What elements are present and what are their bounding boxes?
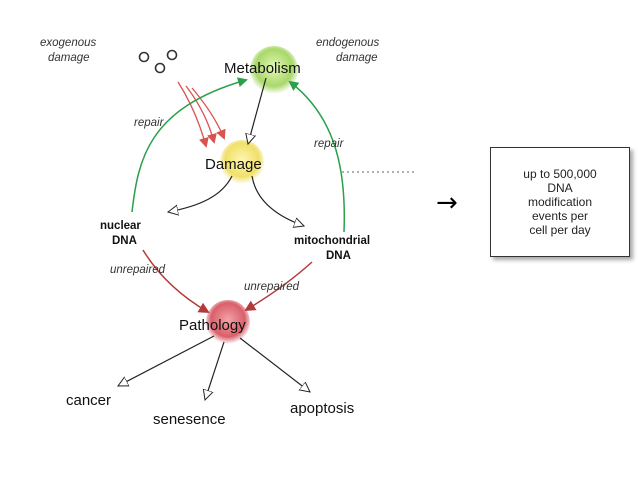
unrepaired-arrow-mito bbox=[244, 261, 313, 312]
exogenous-label-line2: damage bbox=[48, 52, 90, 64]
unrepaired-label-right: unrepaired bbox=[244, 281, 300, 293]
endogenous-label-line2: damage bbox=[336, 52, 378, 64]
nuclear-dna-label-line2: DNA bbox=[112, 235, 137, 247]
damage-to-nuclear-arrow bbox=[168, 175, 233, 212]
right-arrow-icon: → bbox=[436, 188, 458, 218]
dna-damage-diagram: Metabolism Damage Pathology exogenous da… bbox=[40, 37, 416, 428]
damage-label: Damage bbox=[205, 156, 262, 173]
repair-label-right: repair bbox=[314, 138, 345, 150]
metabolism-to-damage-arrow bbox=[248, 77, 267, 144]
damage-node bbox=[220, 140, 264, 184]
repair-label-left: repair bbox=[134, 117, 165, 129]
pathology-label: Pathology bbox=[179, 317, 246, 334]
exogenous-damage-arrows bbox=[177, 81, 226, 148]
callout-text: up to 500,000 DNA modification events pe… bbox=[523, 167, 597, 237]
endogenous-label-line1: endogenous bbox=[316, 37, 380, 49]
cancer-label: cancer bbox=[66, 392, 111, 409]
repair-arrow-mito bbox=[288, 80, 346, 233]
mito-dna-label-line1: mitochondrial bbox=[294, 235, 370, 247]
callout-box: up to 500,000 DNA modification events pe… bbox=[490, 147, 630, 257]
pathology-to-apoptosis-arrow bbox=[239, 337, 310, 392]
mito-dna-label-line2: DNA bbox=[326, 250, 351, 262]
senesence-label: senesence bbox=[153, 411, 226, 428]
exogenous-agents-icon bbox=[138, 49, 178, 74]
nuclear-dna-label-line1: nuclear bbox=[100, 220, 141, 232]
metabolism-node bbox=[250, 46, 298, 94]
exogenous-label-line1: exogenous bbox=[40, 37, 97, 49]
apoptosis-label: apoptosis bbox=[290, 400, 354, 417]
pathology-to-cancer-arrow bbox=[118, 335, 215, 387]
pathology-node bbox=[206, 300, 250, 344]
damage-to-mito-arrow bbox=[251, 175, 304, 226]
unrepaired-label-left: unrepaired bbox=[110, 264, 166, 276]
unrepaired-arrow-nuclear bbox=[142, 249, 210, 314]
pathology-to-senesence-arrow bbox=[205, 341, 225, 400]
repair-arrow-nuclear bbox=[131, 77, 248, 213]
metabolism-label: Metabolism bbox=[224, 60, 301, 77]
